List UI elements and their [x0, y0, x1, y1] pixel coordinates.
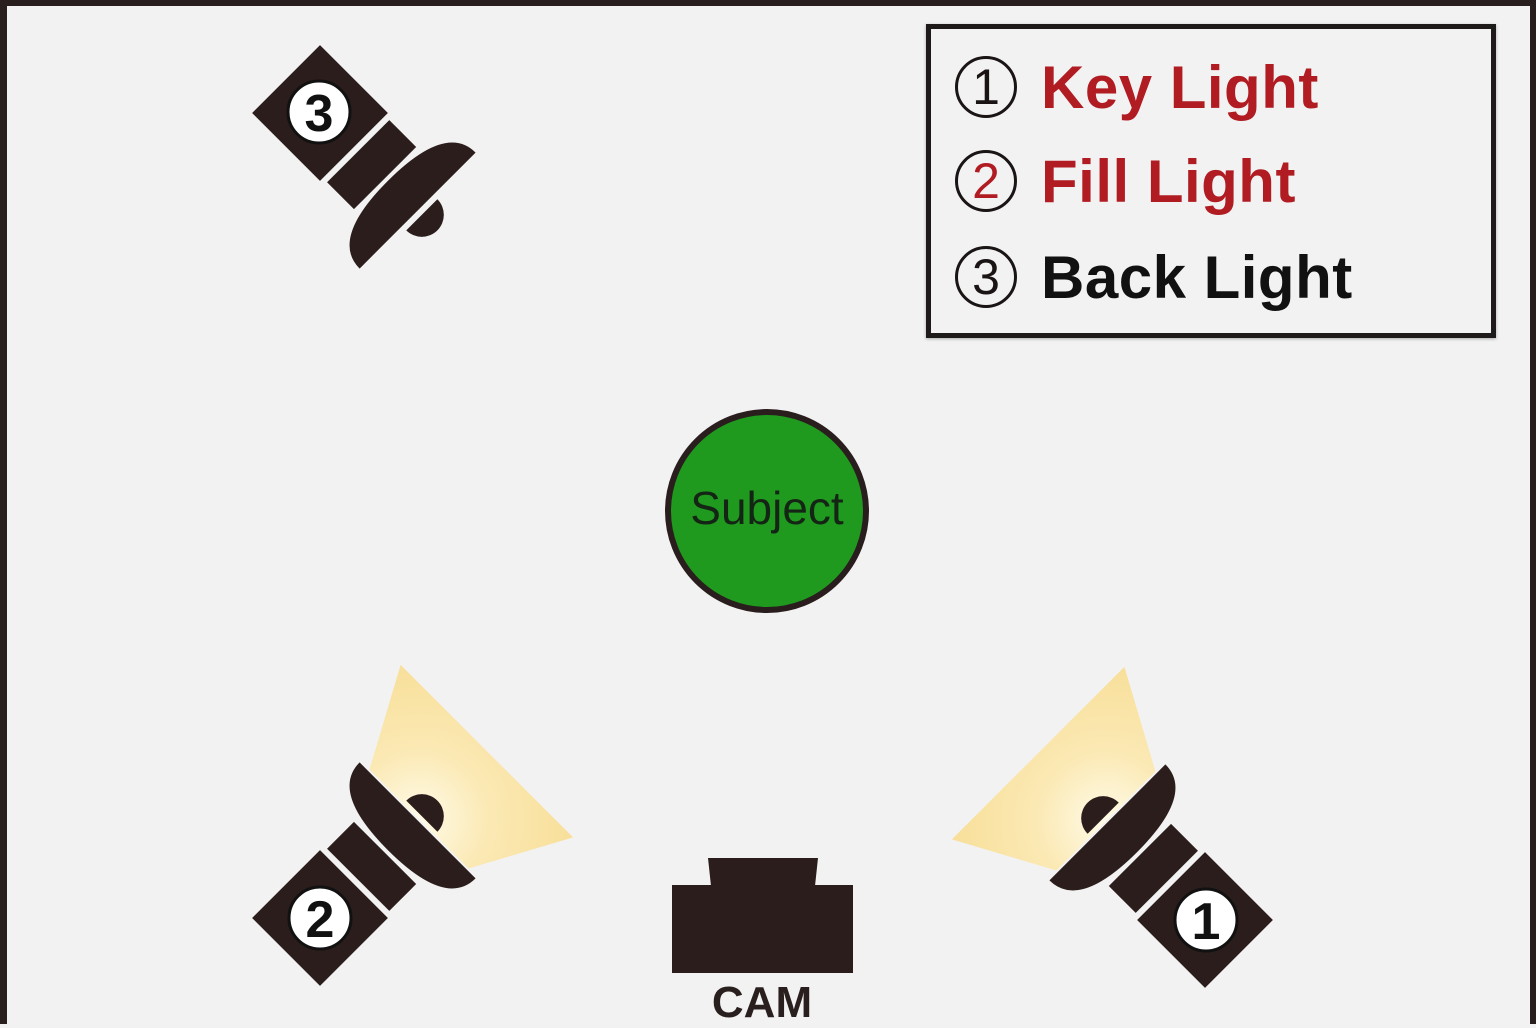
- legend-label: Key Light: [1041, 53, 1319, 121]
- legend: 1 Key Light 2 Fill Light 3 Back Light: [926, 24, 1496, 338]
- legend-label: Back Light: [1041, 243, 1353, 311]
- legend-label: Fill Light: [1041, 147, 1296, 215]
- frame-border-top: [0, 0, 1536, 6]
- svg-text:2: 2: [306, 891, 335, 949]
- light-badge-1: 1: [1173, 887, 1239, 953]
- legend-number-3: 3: [955, 246, 1017, 308]
- legend-item-key-light: 1 Key Light: [955, 51, 1319, 123]
- light-beam: [369, 664, 574, 869]
- legend-item-fill-light: 2 Fill Light: [955, 145, 1296, 217]
- subject-circle: [665, 409, 869, 613]
- light-badge-2: 2: [287, 885, 353, 951]
- frame-border-left: [0, 0, 7, 1024]
- light-fixture-icon: [228, 21, 496, 289]
- light-badge-3: 3: [286, 79, 352, 145]
- camera-label: CAM: [711, 978, 813, 1027]
- legend-item-back-light: 3 Back Light: [955, 241, 1353, 313]
- svg-text:1: 1: [1192, 893, 1221, 951]
- light-fill: [228, 664, 574, 1010]
- light-beam: [951, 666, 1156, 871]
- light-key: [951, 666, 1297, 1012]
- camera-icon: [672, 858, 853, 973]
- light-back: [228, 21, 496, 289]
- frame-border-right: [1530, 0, 1536, 1024]
- subject-label: Subject: [690, 482, 844, 534]
- legend-number-2: 2: [955, 150, 1017, 212]
- svg-text:3: 3: [305, 85, 334, 143]
- legend-number-1: 1: [955, 56, 1017, 118]
